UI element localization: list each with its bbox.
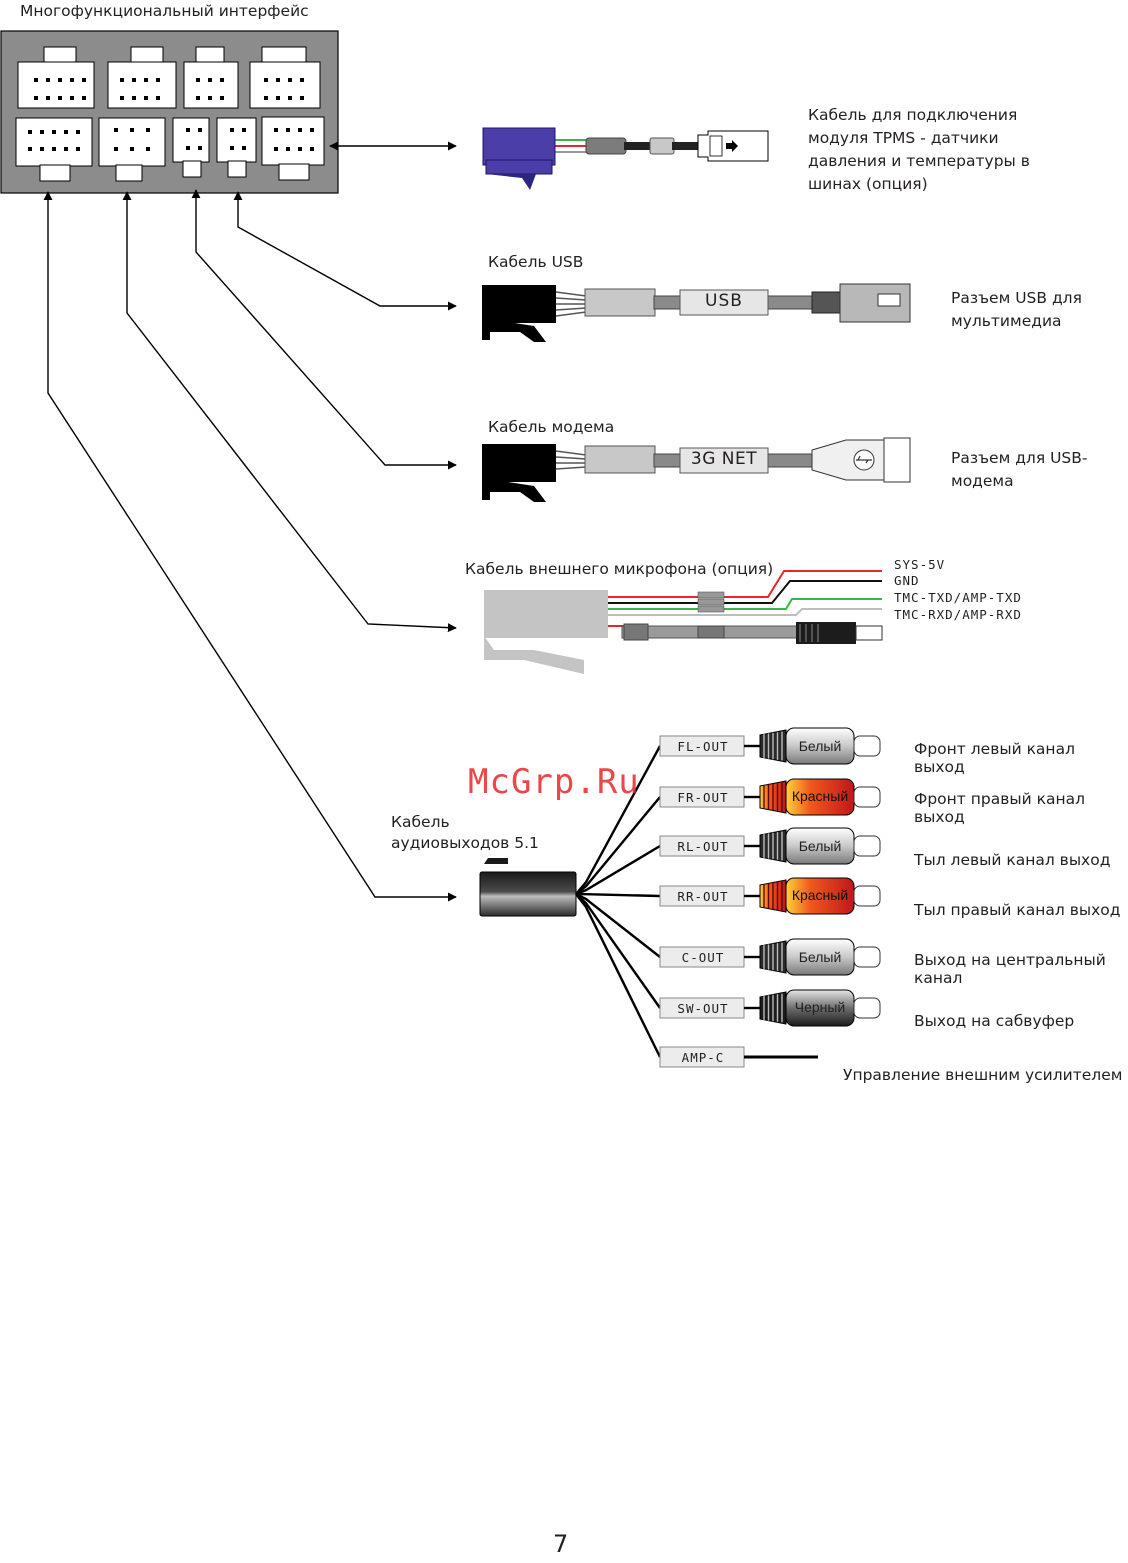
watermark: McGrp.Ru <box>468 762 640 802</box>
rca-plug-label: Черный <box>794 999 846 1015</box>
audio-output-tag: FR-OUT <box>677 790 729 805</box>
mic-cable <box>484 570 883 674</box>
tpms-label: Кабель для подключения модуля TPMS - дат… <box>808 106 1030 193</box>
rca-tip <box>853 946 881 968</box>
usb-desc: Разъем USB для мультимедиа <box>951 289 1082 330</box>
rca-plug-label: Белый <box>798 838 842 854</box>
modem-tag: 3G NET <box>690 449 758 469</box>
modem-desc: Разъем для USB-модема <box>951 449 1088 490</box>
connection-lines <box>43 141 457 902</box>
rca-tip <box>853 786 881 808</box>
audio-output-desc: Тыл левый канал выход <box>914 851 1111 869</box>
audio-output-tag: SW-OUT <box>677 1001 729 1016</box>
audio-output-desc: Управление внешним усилителем <box>843 1066 1123 1084</box>
rca-tip <box>853 735 881 757</box>
usb-tag: USB <box>705 291 743 311</box>
audio-output-desc: Тыл правый канал выход <box>914 901 1121 919</box>
mic-wire-label: GND <box>894 573 920 588</box>
mic-wire-label: TMC-RXD/AMP-RXD <box>894 607 1022 622</box>
tpms-cable <box>482 127 769 190</box>
audio-output-desc: Фронт правый канал выход <box>914 790 1085 826</box>
audio-cable-label: Кабель аудиовыходов 5.1 <box>391 813 539 852</box>
rca-plug-label: Красный <box>791 788 849 804</box>
page-number: 7 <box>553 1530 569 1558</box>
modem-cable-label: Кабель модема <box>488 418 615 436</box>
mic-wire-label: TMC-TXD/AMP-TXD <box>894 590 1022 605</box>
rca-plug-label: Красный <box>791 887 849 903</box>
audio-output-desc: Выход на сабвуфер <box>914 1012 1075 1030</box>
rca-tip <box>853 997 881 1019</box>
interface-title: Многофункциональный интерфейс <box>20 2 309 20</box>
rca-plug-label: Белый <box>798 949 842 965</box>
audio-cable <box>479 727 881 1068</box>
audio-output-desc: Выход на центральный канал <box>914 951 1106 987</box>
audio-output-tag: RL-OUT <box>677 839 729 854</box>
rca-tip <box>853 885 881 907</box>
rca-plug-label: Белый <box>798 738 842 754</box>
audio-output-tag: C-OUT <box>681 950 725 965</box>
usb-cable-label: Кабель USB <box>488 253 584 271</box>
modem-cable <box>482 437 911 502</box>
audio-output-tag: RR-OUT <box>677 889 729 904</box>
audio-output-tag: AMP-C <box>681 1050 725 1065</box>
rca-tip <box>853 835 881 857</box>
audio-output-tag: FL-OUT <box>677 739 729 754</box>
mic-cable-label: Кабель внешнего микрофона (опция) <box>465 560 774 578</box>
audio-output-desc: Фронт левый канал выход <box>914 740 1075 776</box>
mic-wire-label: SYS-5V <box>894 557 946 572</box>
usb-cable <box>482 283 911 342</box>
interface-block <box>0 30 339 194</box>
